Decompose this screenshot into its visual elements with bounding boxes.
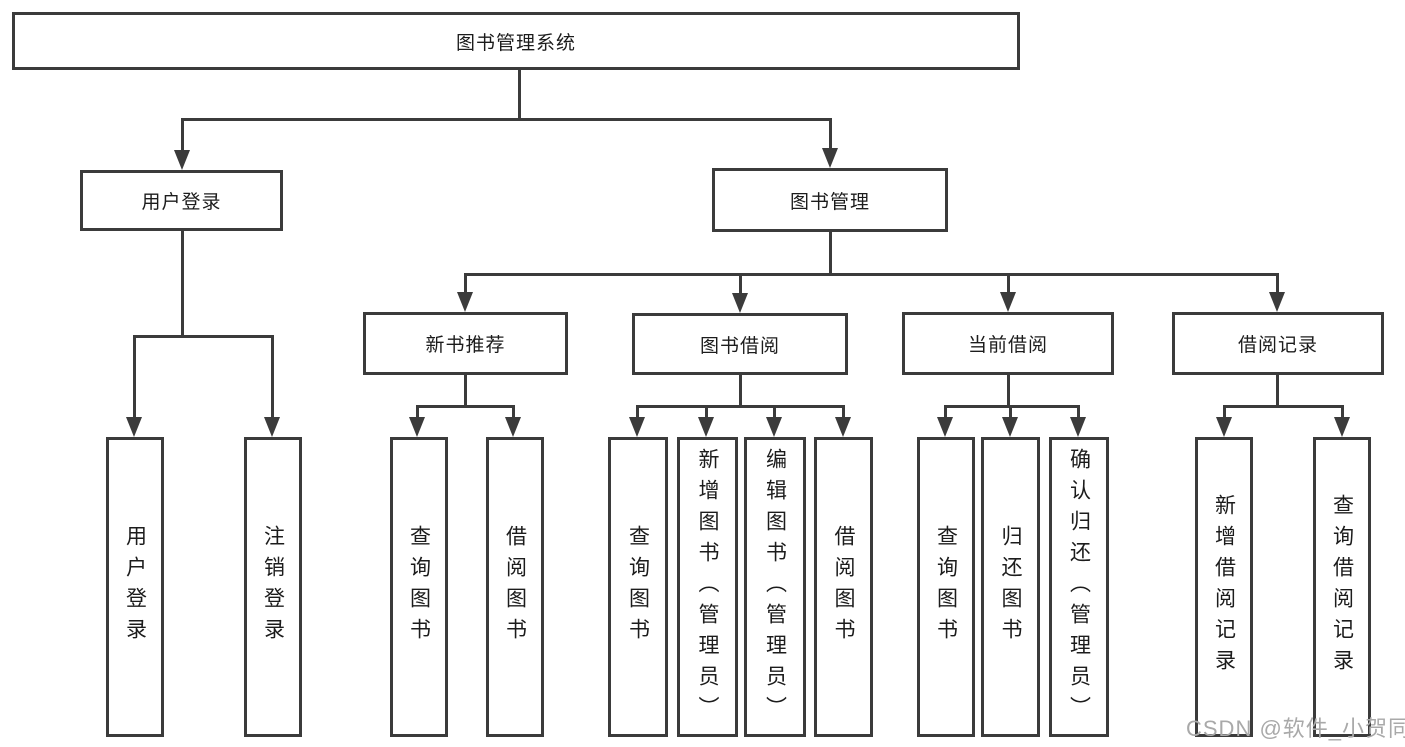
node-label: 编辑图书（管理员） <box>763 447 787 727</box>
node-leaf-query-book-recommend: 查询图书 <box>390 437 448 737</box>
node-user-login: 用户登录 <box>80 170 283 231</box>
connector-newbook-hline <box>416 405 515 408</box>
node-current-borrowing: 当前借阅 <box>902 312 1114 375</box>
arrow-down-icon <box>457 292 473 312</box>
connector-drop-leaf <box>416 405 419 419</box>
arrow-down-icon <box>822 148 838 168</box>
connector-drop-book-mgmt <box>829 118 832 150</box>
arrow-down-icon <box>174 150 190 170</box>
node-leaf-user-login: 用户登录 <box>106 437 164 737</box>
node-leaf-logout: 注销登录 <box>244 437 302 737</box>
connector-drop-leaf <box>1341 405 1344 419</box>
node-leaf-query-borrow-record: 查询借阅记录 <box>1313 437 1371 737</box>
node-label: 图书借阅 <box>699 335 780 357</box>
arrow-down-icon <box>732 293 748 313</box>
node-leaf-borrow-book: 借阅图书 <box>814 437 873 737</box>
connector-drop-leaf <box>271 335 274 419</box>
node-library-system: 图书管理系统 <box>12 12 1020 70</box>
connector-drop-l3 <box>1007 273 1010 294</box>
arrow-down-icon <box>1000 292 1016 312</box>
connector-drop-leaf <box>773 405 776 419</box>
connector-level3-hline <box>464 273 1279 276</box>
connector-user-login-stem <box>181 230 184 336</box>
connector-drop-l3 <box>739 273 742 295</box>
arrow-down-icon <box>629 417 645 437</box>
connector-records-stem <box>1276 375 1279 407</box>
arrow-down-icon <box>1002 417 1018 437</box>
connector-level2-hline <box>181 118 832 121</box>
node-borrow-records: 借阅记录 <box>1172 312 1384 375</box>
connector-drop-leaf <box>1223 405 1226 419</box>
node-label: 查询图书 <box>407 525 431 649</box>
arrow-down-icon <box>1216 417 1232 437</box>
connector-drop-leaf <box>1077 405 1080 419</box>
node-label: 注销登录 <box>261 525 285 649</box>
connector-newbook-stem <box>464 375 467 407</box>
connector-borrow-hline <box>636 405 845 408</box>
connector-current-stem <box>1007 375 1010 407</box>
node-leaf-add-borrow-record: 新增借阅记录 <box>1195 437 1253 737</box>
arrow-down-icon <box>835 417 851 437</box>
arrow-down-icon <box>264 417 280 437</box>
node-label: 归还图书 <box>999 525 1022 649</box>
node-label: 新书推荐 <box>425 335 506 356</box>
node-label: 查询图书 <box>626 525 650 649</box>
connector-current-hline <box>944 405 1080 408</box>
arrow-down-icon <box>126 417 142 437</box>
node-label: 用户登录 <box>123 525 147 649</box>
node-leaf-add-book-admin: 新增图书（管理员） <box>677 437 738 737</box>
connector-drop-leaf <box>944 405 947 419</box>
node-label: 用户登录 <box>141 192 222 213</box>
node-leaf-confirm-return-admin: 确认归还（管理员） <box>1049 437 1109 737</box>
connector-drop-leaf <box>636 405 639 419</box>
connector-drop-leaf <box>842 405 845 419</box>
arrow-down-icon <box>1269 292 1285 312</box>
node-label: 确认归还（管理员） <box>1067 447 1091 727</box>
node-label: 查询图书 <box>934 525 958 649</box>
node-label: 图书管理系统 <box>455 32 576 54</box>
arrow-down-icon <box>505 417 521 437</box>
arrow-down-icon <box>1070 417 1086 437</box>
csdn-watermark: CSDN @软件_小贺同学 <box>1186 716 1405 741</box>
node-label: 查询借阅记录 <box>1330 494 1354 680</box>
connector-drop-leaf <box>133 335 136 419</box>
node-book-management: 图书管理 <box>712 168 948 232</box>
node-leaf-borrow-book-recommend: 借阅图书 <box>486 437 544 737</box>
arrow-down-icon <box>937 417 953 437</box>
connector-drop-l3 <box>464 273 467 294</box>
connector-drop-leaf <box>512 405 515 419</box>
node-book-borrowing: 图书借阅 <box>632 313 848 375</box>
node-leaf-query-book-current: 查询图书 <box>917 437 975 737</box>
node-new-book-recommend: 新书推荐 <box>363 312 568 375</box>
node-label: 当前借阅 <box>967 335 1048 356</box>
node-label: 借阅图书 <box>832 525 855 649</box>
node-label: 借阅记录 <box>1237 335 1318 356</box>
connector-drop-leaf <box>705 405 708 419</box>
connector-drop-user-login <box>181 118 184 152</box>
arrow-down-icon <box>409 417 425 437</box>
arrow-down-icon <box>766 417 782 437</box>
arrow-down-icon <box>698 417 714 437</box>
connector-borrow-stem <box>739 375 742 407</box>
node-leaf-edit-book-admin: 编辑图书（管理员） <box>744 437 806 737</box>
connector-root-stem <box>518 69 521 121</box>
node-label: 新增图书（管理员） <box>696 447 719 727</box>
connector-drop-l3 <box>1276 273 1279 294</box>
node-label: 借阅图书 <box>503 525 527 649</box>
node-label: 新增借阅记录 <box>1212 494 1236 680</box>
node-leaf-query-book-borrow: 查询图书 <box>608 437 668 737</box>
connector-book-mgmt-stem <box>829 232 832 275</box>
arrow-down-icon <box>1334 417 1350 437</box>
connector-user-login-hline <box>133 335 274 338</box>
node-leaf-return-book: 归还图书 <box>981 437 1040 737</box>
connector-drop-leaf <box>1009 405 1012 419</box>
node-label: 图书管理 <box>789 191 870 213</box>
connector-records-hline <box>1223 405 1344 408</box>
